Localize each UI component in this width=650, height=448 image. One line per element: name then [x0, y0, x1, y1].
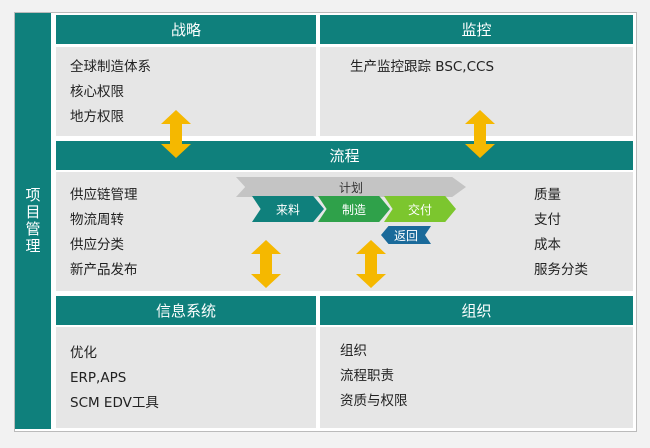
strategy-item: 全球制造体系: [70, 59, 151, 75]
process-item: 新产品发布: [70, 262, 138, 278]
strategy-item: 地方权限: [70, 109, 124, 125]
info-systems-panel: 优化 ERP,APS SCM EDV工具: [56, 327, 316, 428]
info-systems-header: 信息系统: [56, 296, 316, 325]
double-arrow-icon: [356, 240, 386, 288]
process-item: 供应分类: [70, 237, 124, 253]
project-management-bar: 项目管理: [15, 13, 51, 429]
monitor-header: 监控: [320, 15, 633, 44]
process-item: 成本: [534, 237, 561, 253]
double-arrow-icon: [161, 110, 191, 158]
process-item: 物流周转: [70, 212, 124, 228]
monitor-panel: 生产监控跟踪 BSC,CCS: [320, 47, 633, 136]
double-arrow-icon: [465, 110, 495, 158]
plan-chevron: 计划: [236, 177, 466, 197]
delivery-chevron: 交付: [384, 196, 456, 222]
org-item: 组织: [340, 343, 367, 359]
info-item: ERP,APS: [70, 370, 127, 386]
info-item: 优化: [70, 345, 97, 361]
organization-panel: 组织 流程职责 资质与权限: [320, 327, 633, 428]
double-arrow-icon: [251, 240, 281, 288]
process-item: 供应链管理: [70, 187, 138, 203]
return-chevron: 返回: [381, 226, 431, 244]
process-left-list: 供应链管理 物流周转 供应分类 新产品发布: [70, 183, 138, 283]
org-item: 流程职责: [340, 368, 394, 384]
monitor-item: 生产监控跟踪 BSC,CCS: [350, 59, 495, 75]
info-item: SCM EDV工具: [70, 395, 159, 411]
process-item: 质量: [534, 187, 561, 203]
process-right-list: 质量 支付 成本 服务分类: [534, 183, 588, 283]
incoming-chevron: 来料: [252, 196, 324, 222]
process-header: 流程: [56, 141, 633, 170]
process-item: 服务分类: [534, 262, 588, 278]
strategy-header: 战略: [56, 15, 316, 44]
organization-header: 组织: [320, 296, 633, 325]
process-item: 支付: [534, 212, 561, 228]
org-item: 资质与权限: [340, 393, 408, 409]
strategy-item: 核心权限: [70, 84, 124, 100]
manufacturing-chevron: 制造: [318, 196, 390, 222]
